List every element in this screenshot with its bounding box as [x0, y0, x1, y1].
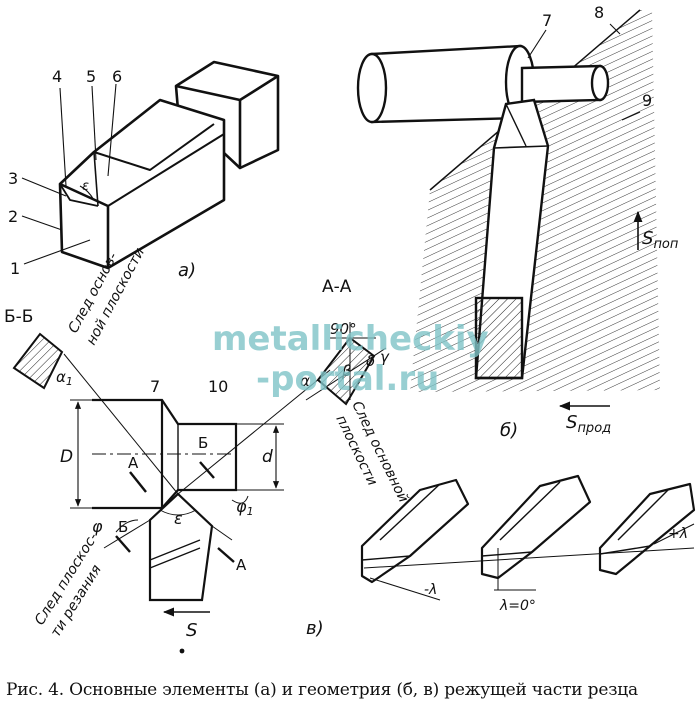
- section-bb-title: Б-Б: [4, 307, 33, 327]
- feed-cross: Sпоп: [642, 228, 679, 252]
- watermark-line2: -portal.ru: [256, 359, 439, 399]
- panel-a-labels: 1 2 3 4 5 6 ε а): [8, 67, 196, 281]
- callout-6: 6: [112, 67, 122, 86]
- callout-7-v: 7: [150, 377, 160, 396]
- panel-b-label: б): [500, 420, 518, 441]
- feed-long: Sпрод: [566, 412, 611, 436]
- callout-10-v: 10: [208, 377, 228, 396]
- callout-8: 8: [594, 3, 604, 22]
- callout-1: 1: [10, 259, 20, 278]
- panel-v-dimensions: [70, 399, 284, 509]
- lambda-views-tools: [360, 474, 696, 584]
- panel-v-cutter: [148, 492, 214, 602]
- lambda-views-labels: -λ λ=0° +λ: [424, 526, 688, 614]
- angle-eps: ε: [174, 509, 183, 528]
- angle-gamma: γ: [380, 348, 390, 366]
- angle-eps-a: ε: [82, 179, 89, 194]
- panel-a-label: а): [178, 260, 196, 281]
- panel-v-labels: Б-Б След основ- ной плоскости α1 А-А 90°…: [4, 245, 411, 641]
- angle-phi: φ: [92, 517, 103, 536]
- panel-v-construction-lines: [63, 353, 331, 549]
- panel-b-workpiece-cylinder: [356, 44, 610, 124]
- dim-D: D: [60, 447, 73, 467]
- lambda-pos: +λ: [668, 526, 688, 542]
- lambda-neg: -λ: [424, 582, 437, 598]
- panel-v-label: в): [306, 618, 324, 639]
- watermark-line1: metallicheckiy: [212, 319, 489, 359]
- feed-s: S: [186, 620, 197, 641]
- callout-5: 5: [86, 67, 96, 86]
- dot-mark: [179, 648, 185, 654]
- panel-v-workpiece: [92, 398, 238, 510]
- panel-b-feed-arrows: [558, 210, 643, 411]
- callout-9: 9: [642, 91, 652, 110]
- angle-beta: β: [341, 362, 352, 380]
- section-aa-lines: [305, 322, 387, 401]
- panel-v-section-marks: [115, 461, 235, 563]
- section-aa-title: А-А: [322, 277, 352, 297]
- angle-alpha: α: [300, 372, 310, 390]
- angle-90: 90°: [330, 320, 357, 338]
- panel-b-callout-lines: [527, 23, 641, 121]
- angle-phi1: φ1: [236, 497, 254, 518]
- cut-mark-a-bottom: А: [236, 556, 247, 574]
- cut-mark-b-bottom: Б: [118, 518, 128, 536]
- callout-4: 4: [52, 67, 62, 86]
- callout-2: 2: [8, 207, 18, 226]
- lambda-views-lines: [363, 523, 695, 601]
- angle-delta: δ: [366, 352, 375, 370]
- panel-b-cutter: [474, 98, 550, 380]
- dim-d: d: [262, 447, 273, 467]
- figure-caption: Рис. 4. Основные элементы (а) и геометри…: [6, 680, 638, 700]
- angle-alpha1: α1: [56, 368, 73, 388]
- cut-mark-a-top: А: [128, 454, 139, 472]
- callout-3: 3: [8, 169, 18, 188]
- cut-mark-b-top: Б: [198, 434, 208, 452]
- panel-a-tool-isometric: [58, 60, 280, 270]
- panel-b-labels: 7 8 9 Sпоп Sпрод б): [500, 3, 679, 441]
- callout-7: 7: [542, 11, 552, 30]
- section-bb-shape: [12, 332, 64, 390]
- lambda-zero: λ=0°: [499, 598, 536, 614]
- panel-a-callout-lines: [21, 83, 117, 265]
